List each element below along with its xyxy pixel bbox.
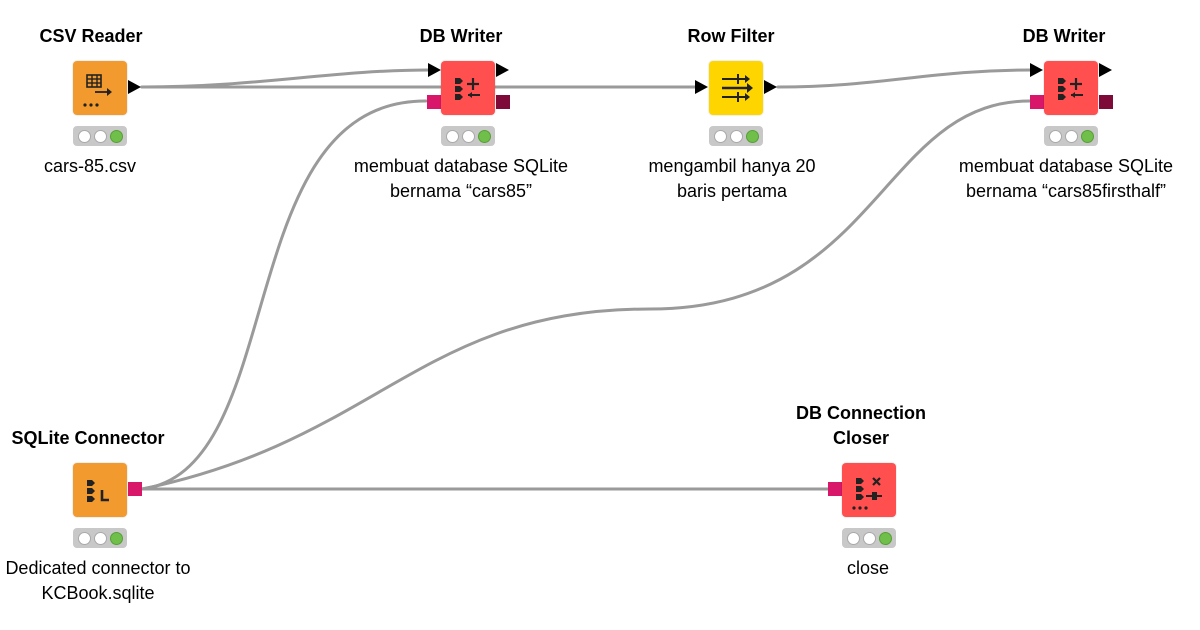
db-connector-icon xyxy=(87,480,109,502)
status-lights xyxy=(73,126,127,146)
node-title: DB Writer xyxy=(1022,26,1106,46)
node-title: CSV Reader xyxy=(39,26,143,46)
node-label: mengambil hanya 20 baris pertama xyxy=(648,156,816,201)
output-port-table[interactable] xyxy=(1099,63,1112,77)
status-light-green xyxy=(109,129,123,143)
status-light-yellow xyxy=(862,531,876,545)
status-light-red xyxy=(77,531,91,545)
input-port-db[interactable] xyxy=(828,482,842,496)
output-port-db[interactable] xyxy=(1099,95,1113,109)
status-lights xyxy=(709,126,763,146)
status-light-red xyxy=(77,129,91,143)
node-title: DB Connection Closer xyxy=(796,403,926,448)
node-body[interactable] xyxy=(73,61,127,115)
status-lights xyxy=(842,528,896,548)
status-lights xyxy=(441,126,495,146)
connection-csv-to-dbwriter1[interactable] xyxy=(140,68,432,89)
input-port-table[interactable] xyxy=(1030,63,1043,77)
status-light-green xyxy=(109,531,123,545)
status-light-green xyxy=(477,129,491,143)
node-label: membuat database SQLite bernama “cars85” xyxy=(353,156,569,201)
filter-arrows-icon xyxy=(722,74,753,102)
status-light-red xyxy=(445,129,459,143)
db-close-icon xyxy=(852,477,882,510)
input-port-table[interactable] xyxy=(695,80,708,94)
node-body[interactable] xyxy=(709,61,763,115)
output-port-table[interactable] xyxy=(764,80,777,94)
status-light-yellow xyxy=(461,129,475,143)
status-light-yellow xyxy=(1064,129,1078,143)
node-body[interactable] xyxy=(1044,61,1098,115)
db-write-icon xyxy=(455,78,480,100)
status-lights xyxy=(1044,126,1098,146)
node-label: cars-85.csv xyxy=(43,156,137,176)
status-light-yellow xyxy=(729,129,743,143)
status-light-red xyxy=(713,129,727,143)
status-lights xyxy=(73,528,127,548)
status-light-yellow xyxy=(93,531,107,545)
status-light-green xyxy=(1080,129,1094,143)
connection-sqlite-to-dbwriter2[interactable] xyxy=(140,99,1032,491)
node-body[interactable] xyxy=(73,463,127,517)
status-light-red xyxy=(846,531,860,545)
table-arrow-icon xyxy=(83,74,112,107)
node-label: membuat database SQLite bernama “cars85f… xyxy=(958,156,1174,201)
node-body[interactable] xyxy=(441,61,495,115)
node-title: SQLite Connector xyxy=(11,428,165,448)
status-light-green xyxy=(878,531,892,545)
input-port-table[interactable] xyxy=(428,63,441,77)
node-title: Row Filter xyxy=(687,26,775,46)
status-light-green xyxy=(745,129,759,143)
node-title: DB Writer xyxy=(419,26,503,46)
output-port-table[interactable] xyxy=(496,63,509,77)
connection-rowfilter-to-dbwriter2[interactable] xyxy=(776,68,1034,89)
status-light-red xyxy=(1048,129,1062,143)
node-label: close xyxy=(846,558,890,578)
node-body[interactable] xyxy=(842,463,896,517)
db-write-icon xyxy=(1058,78,1083,100)
output-port-db[interactable] xyxy=(128,482,142,496)
input-port-db[interactable] xyxy=(1030,95,1044,109)
input-port-db[interactable] xyxy=(427,95,441,109)
status-light-yellow xyxy=(93,129,107,143)
connection-sqlite-to-dbwriter1[interactable] xyxy=(140,99,428,491)
output-port-table[interactable] xyxy=(128,80,141,94)
node-label: Dedicated connector to KCBook.sqlite xyxy=(5,558,191,603)
output-port-db[interactable] xyxy=(496,95,510,109)
